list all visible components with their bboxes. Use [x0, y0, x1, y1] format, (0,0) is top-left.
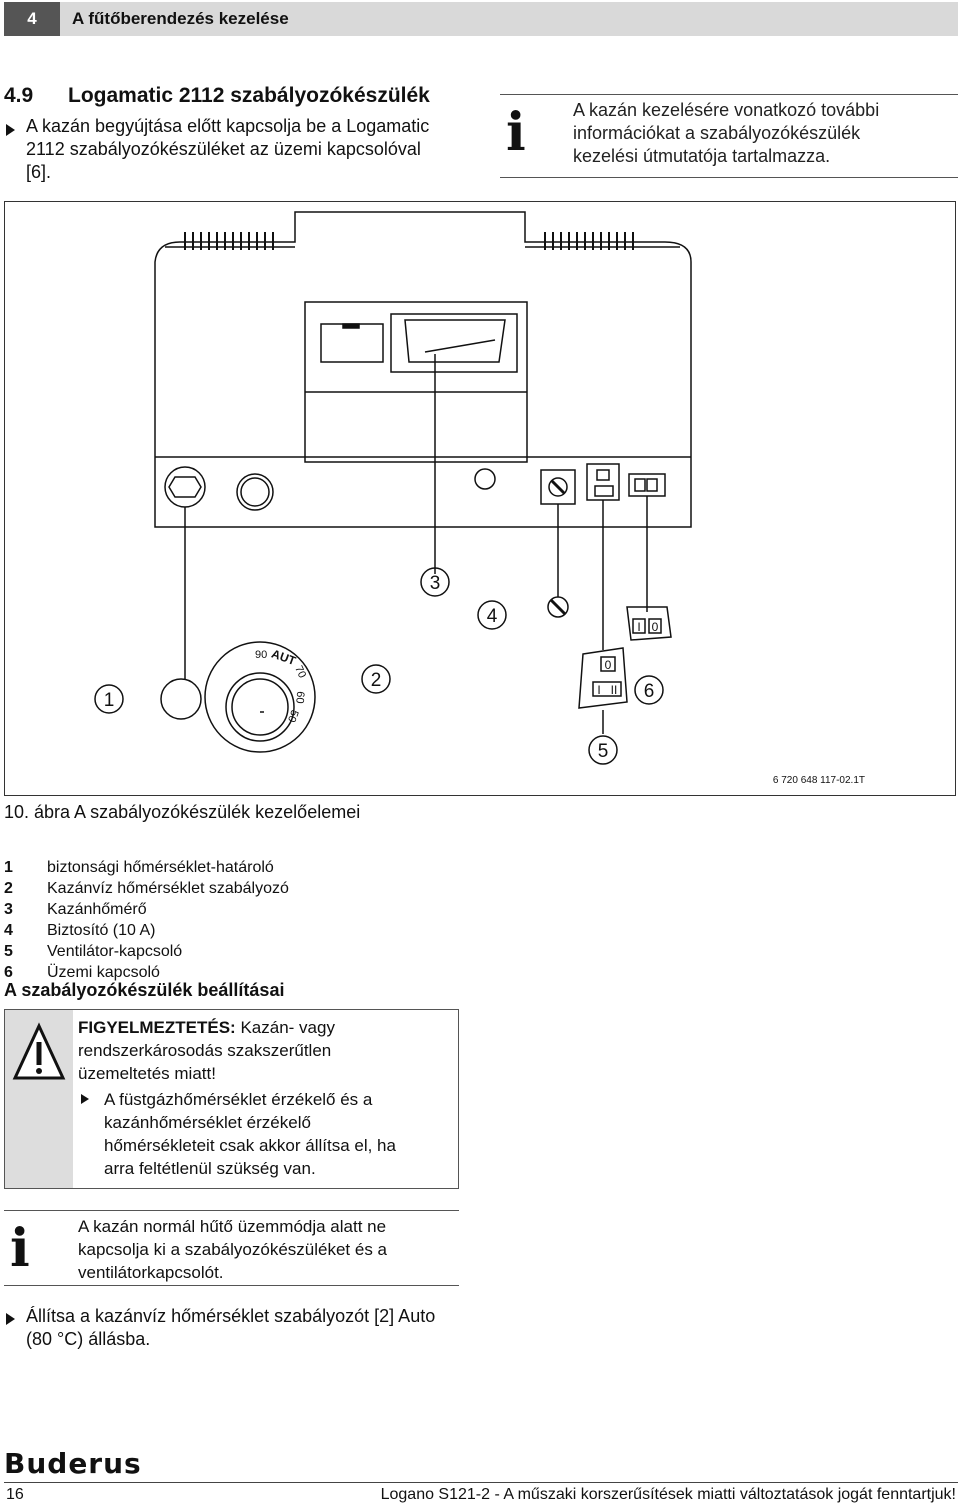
- svg-text:I: I: [637, 620, 640, 634]
- info-icon: i: [506, 102, 526, 163]
- svg-text:I: I: [597, 683, 600, 697]
- svg-text:5: 5: [598, 741, 609, 762]
- warning-step-line: A füstgázhőmérséklet érzékelő és a: [104, 1090, 373, 1109]
- info-line: A kazán kezelésére vonatkozó további: [573, 100, 880, 120]
- controller-drawing: 3 4 1 2 6 5 90 AUT 70 60 50 I: [94, 211, 865, 786]
- svg-text:60: 60: [293, 691, 306, 704]
- figure-caption: 10. ábra A szabályozókészülék kezelőelem…: [4, 802, 361, 822]
- info-line: kapcsolja ki a szabályozókészüléket és a: [78, 1240, 387, 1259]
- page-number: 16: [6, 1486, 24, 1503]
- chapter-number: 4: [4, 2, 60, 36]
- step-line: [6].: [26, 162, 52, 182]
- section-number: 4.9: [4, 84, 34, 107]
- svg-text:50: 50: [285, 708, 300, 724]
- chapter-title: A fűtőberendezés kezelése: [72, 9, 289, 28]
- svg-text:1: 1: [104, 690, 115, 711]
- svg-text:70: 70: [292, 664, 308, 680]
- warning-line: rendszerkárosodás szakszerűtlen: [78, 1041, 332, 1060]
- info-text: A kazán normál hűtő üzemmódja alatt ne k…: [78, 1215, 387, 1284]
- info-line: A kazán normál hűtő üzemmódja alatt ne: [78, 1217, 387, 1236]
- brand-logo: Buderus: [4, 1447, 142, 1480]
- warning-step: A füstgázhőmérséklet érzékelő és a kazán…: [78, 1088, 448, 1180]
- callout-1: 1: [94, 684, 124, 714]
- warning-box: FIGYELMEZTETÉS: Kazán- vagy rendszerkáro…: [4, 1009, 459, 1189]
- step-line: (80 °C) állásba.: [26, 1329, 151, 1349]
- footer-divider: [4, 1482, 958, 1483]
- controller-figure: 3 4 1 2 6 5 90 AUT 70 60 50 I: [4, 201, 956, 796]
- svg-text:90: 90: [255, 649, 267, 661]
- svg-text:4: 4: [487, 606, 498, 627]
- warning-line: üzemeltetés miatt!: [78, 1064, 216, 1083]
- step-line: 2112 szabályozókészüléket az üzemi kapcs…: [26, 139, 421, 159]
- warning-triangle-icon: [12, 1022, 66, 1080]
- step-line: A kazán begyújtása előtt kapcsolja be a …: [26, 116, 430, 136]
- step-bullet-icon: [6, 124, 15, 136]
- svg-text:3: 3: [430, 573, 441, 594]
- step-text: A kazán begyújtása előtt kapcsolja be a …: [26, 115, 476, 184]
- callout-4: 4: [477, 600, 507, 630]
- callout-5: 5: [588, 735, 618, 765]
- warning-line: Kazán- vagy: [235, 1018, 335, 1037]
- warning-step-line: arra feltétlenül szükség van.: [104, 1159, 316, 1178]
- settings-heading: A szabályozókészülék beállításai: [4, 980, 285, 1000]
- step-line: Állítsa a kazánvíz hőmérséklet szabályoz…: [26, 1306, 436, 1326]
- info-box: i A kazán kezelésére vonatkozó további i…: [500, 94, 958, 178]
- svg-text:0: 0: [605, 658, 612, 672]
- operating-switch-detail: I 0: [626, 606, 672, 641]
- info-line: kezelési útmutatója tartalmazza.: [573, 146, 831, 166]
- section-title: Logamatic 2112 szabályozókészülék: [68, 84, 430, 107]
- footer-text: Logano S121-2 - A műszaki korszerűsítése…: [380, 1486, 956, 1503]
- step-bullet-icon: [6, 1313, 15, 1325]
- fuse-detail: [547, 596, 569, 618]
- callout-2: 2: [361, 664, 391, 694]
- warning-step-line: hőmérsékleteit csak akkor állítsa el, ha: [104, 1136, 396, 1155]
- svg-text:2: 2: [371, 670, 382, 691]
- info-icon: i: [10, 1218, 30, 1279]
- warning-step-line: kazánhőmérséklet érzékelő: [104, 1113, 311, 1132]
- info-line: információkat a szabályozókészülék: [573, 123, 861, 143]
- svg-text:AUT: AUT: [270, 646, 299, 668]
- info-box: i A kazán normál hűtő üzemmódja alatt ne…: [4, 1210, 459, 1286]
- info-line: ventilátorkapcsolót.: [78, 1263, 224, 1282]
- step-bullet-icon: [81, 1094, 89, 1104]
- chapter-header: 4 A fűtőberendezés kezelése: [4, 2, 958, 36]
- temperature-dial: 90 AUT 70 60 50: [204, 641, 316, 753]
- safety-limiter-button: [160, 678, 202, 720]
- warning-side: [5, 1010, 73, 1188]
- callout-3: 3: [420, 567, 450, 597]
- warning-text: FIGYELMEZTETÉS: Kazán- vagy rendszerkáro…: [78, 1016, 448, 1180]
- callout-6: 6: [634, 675, 664, 705]
- figure-code: 6 720 648 117-02.1T: [773, 775, 865, 786]
- svg-text:0: 0: [652, 620, 659, 634]
- fan-switch-detail: 0 I II: [578, 647, 628, 709]
- warning-label: FIGYELMEZTETÉS:: [78, 1018, 236, 1037]
- svg-text:6: 6: [644, 681, 655, 702]
- svg-text:II: II: [611, 683, 618, 697]
- final-step-text: Állítsa a kazánvíz hőmérséklet szabályoz…: [26, 1305, 435, 1351]
- info-text: A kazán kezelésére vonatkozó további inf…: [573, 99, 879, 168]
